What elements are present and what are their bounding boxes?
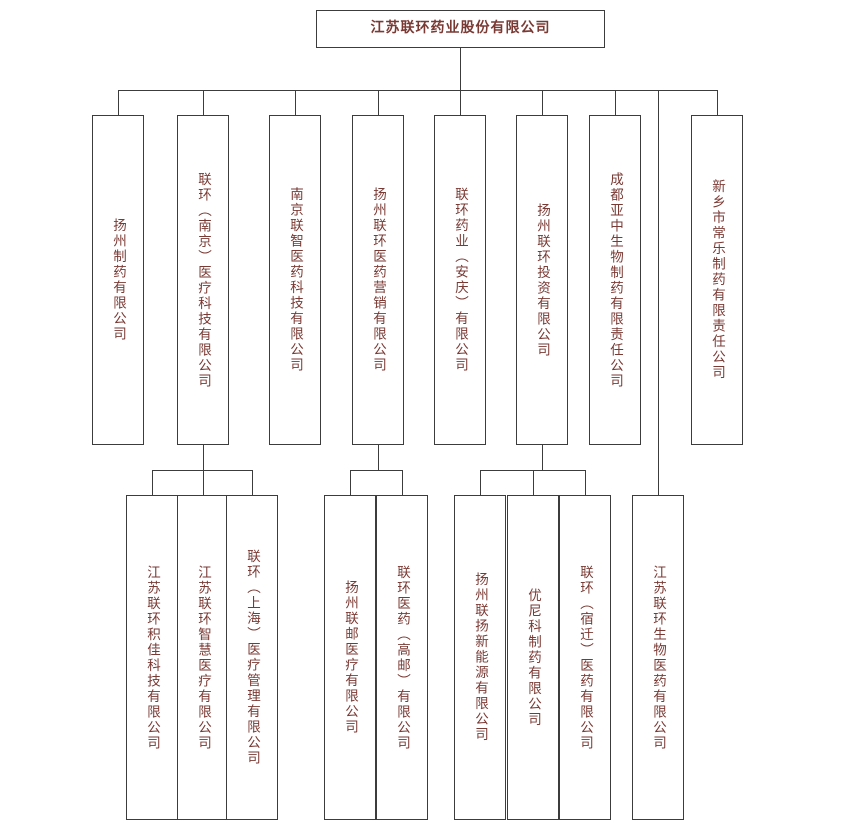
company-box: 江苏联环生物医药有限公司	[632, 495, 684, 820]
company-box: 江苏联环积佳科技有限公司	[126, 495, 178, 820]
connector-line	[658, 90, 659, 495]
company-box: 联环（宿迁）医药有限公司	[559, 495, 611, 820]
company-box: 成都亚中生物制药有限责任公司	[589, 115, 641, 445]
company-box: 新乡市常乐制药有限责任公司	[691, 115, 743, 445]
connector-line	[542, 445, 543, 470]
connector-line	[378, 90, 379, 115]
company-box: 扬州联环投资有限公司	[516, 115, 568, 445]
company-box: 南京联智医药科技有限公司	[269, 115, 321, 445]
company-box: 扬州联环医药营销有限公司	[352, 115, 404, 445]
connector-line	[460, 90, 461, 115]
connector-line	[480, 470, 481, 495]
company-box: 扬州联邮医疗有限公司	[324, 495, 376, 820]
connector-line	[585, 470, 586, 495]
connector-line	[542, 90, 543, 115]
company-box: 联环药业（安庆）有限公司	[434, 115, 486, 445]
connector-line	[533, 470, 534, 495]
connector-line	[203, 470, 204, 495]
connector-line	[350, 470, 403, 471]
connector-line	[203, 445, 204, 470]
company-box: 联环（南京）医疗科技有限公司	[177, 115, 229, 445]
company-box: 联环医药（高邮）有限公司	[376, 495, 428, 820]
company-box: 优尼科制药有限公司	[507, 495, 559, 820]
connector-line	[615, 90, 616, 115]
connector-line	[402, 470, 403, 495]
connector-line	[152, 470, 153, 495]
connector-line	[295, 90, 296, 115]
connector-line	[378, 445, 379, 470]
connector-line	[118, 90, 718, 91]
company-box-root: 江苏联环药业股份有限公司	[316, 10, 605, 48]
connector-line	[252, 470, 253, 495]
connector-line	[717, 90, 718, 115]
connector-line	[460, 48, 461, 90]
connector-line	[350, 470, 351, 495]
company-box: 江苏联环智慧医疗有限公司	[177, 495, 229, 820]
connector-line	[152, 470, 253, 471]
company-box: 联环（上海）医疗管理有限公司	[226, 495, 278, 820]
company-box: 扬州制药有限公司	[92, 115, 144, 445]
connector-line	[118, 90, 119, 115]
company-box: 扬州联扬新能源有限公司	[454, 495, 506, 820]
connector-line	[203, 90, 204, 115]
